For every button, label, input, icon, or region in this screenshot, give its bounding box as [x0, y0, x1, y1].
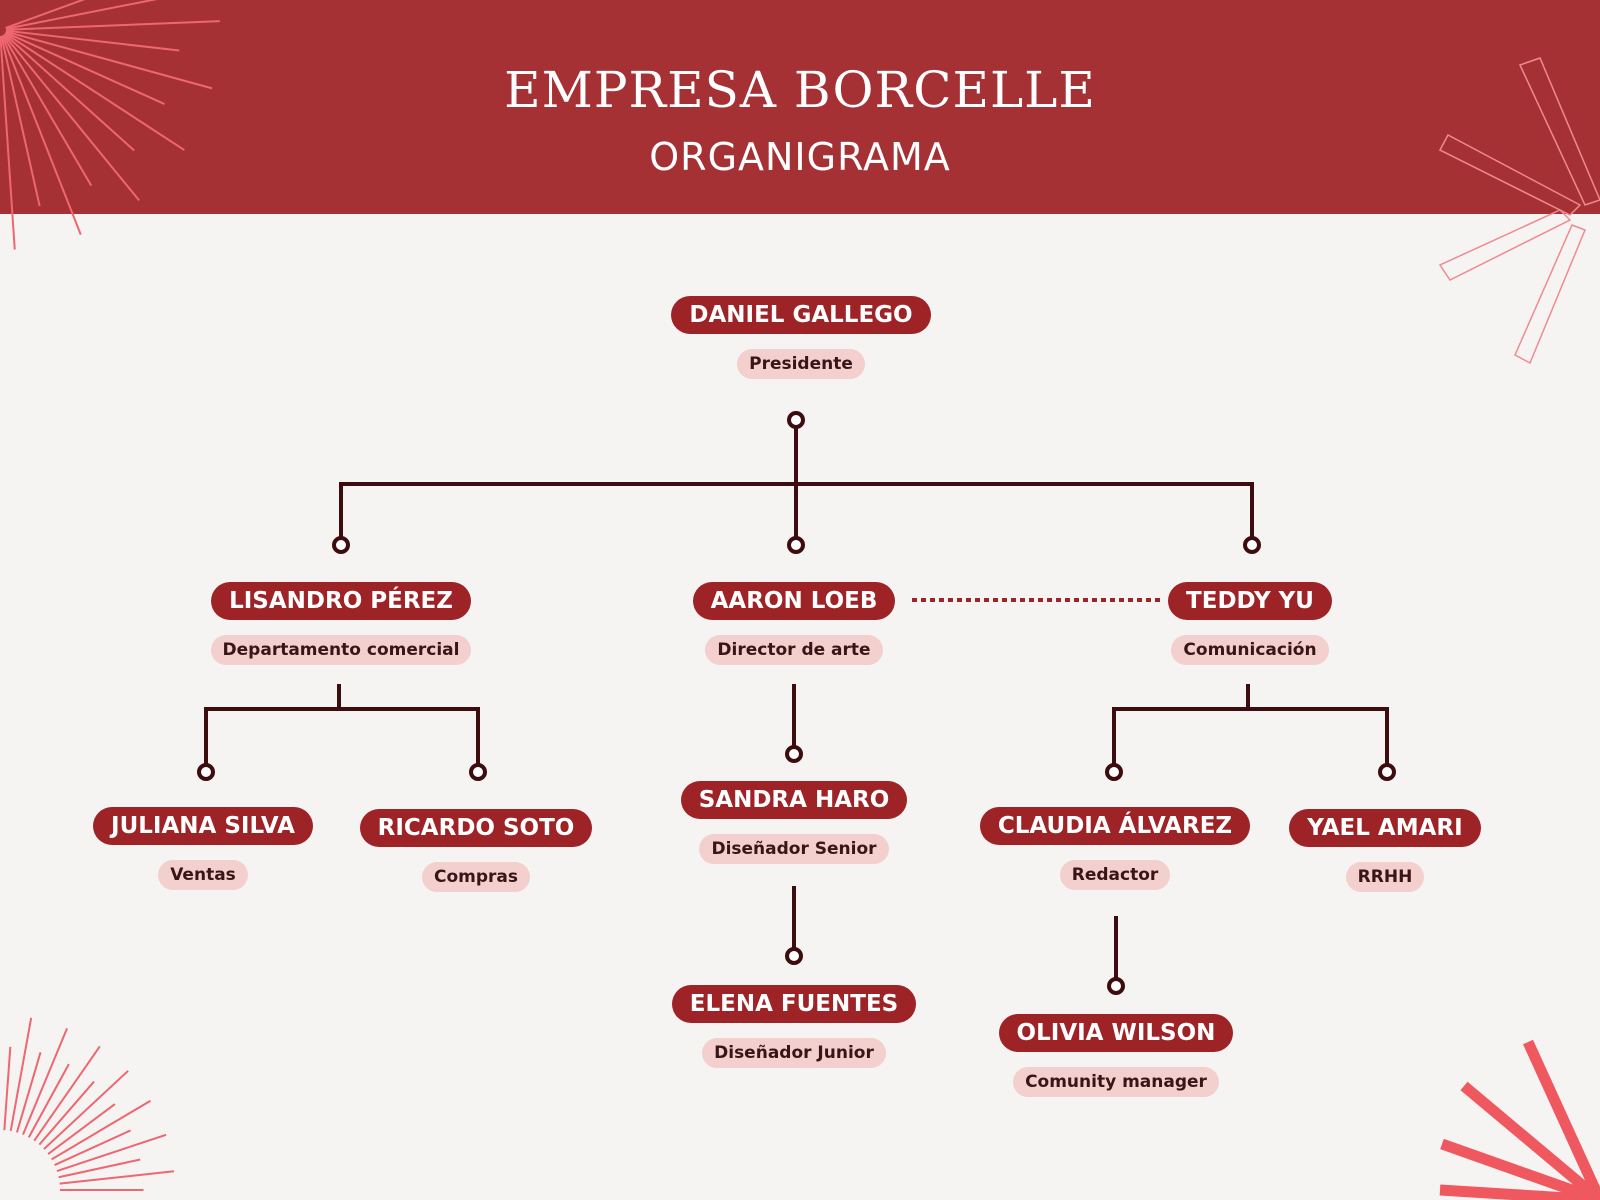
- name-label: TEDDY YU: [1168, 582, 1332, 620]
- connector-dot: [1243, 536, 1261, 554]
- node-hr: YAEL AMARI RRHH: [1225, 809, 1545, 892]
- node-writer: CLAUDIA ÁLVAREZ Redactor: [955, 807, 1275, 890]
- connector-dot: [1378, 763, 1396, 781]
- company-title: EMPRESA BORCELLE: [504, 61, 1096, 119]
- role-label: Diseñador Senior: [699, 834, 889, 864]
- name-label: RICARDO SOTO: [359, 809, 593, 847]
- role-label: Redactor: [1059, 860, 1171, 890]
- node-president: DANIEL GALLEGO Presidente: [641, 296, 961, 379]
- connector-dot: [785, 947, 803, 965]
- node-commercial: LISANDRO PÉREZ Departamento comercial: [181, 582, 501, 665]
- name-label: OLIVIA WILSON: [998, 1014, 1234, 1052]
- connector-comms-branch: [1112, 684, 1389, 772]
- name-label: LISANDRO PÉREZ: [211, 582, 471, 620]
- connector-dot: [469, 763, 487, 781]
- starburst-top-left-decoration: [0, 0, 220, 250]
- connector-commercial-branch: [204, 684, 480, 772]
- name-label: DANIEL GALLEGO: [671, 296, 931, 334]
- name-label: AARON LOEB: [692, 582, 896, 620]
- connector-dot: [785, 745, 803, 763]
- role-label: Comunicación: [1171, 635, 1329, 665]
- name-label: ELENA FUENTES: [671, 985, 917, 1023]
- rays-bottom-right-decoration: [1439, 1039, 1600, 1200]
- role-label: RRHH: [1345, 862, 1425, 892]
- name-label: SANDRA HARO: [680, 781, 908, 819]
- name-label: JULIANA SILVA: [93, 807, 313, 845]
- connector-dot: [197, 763, 215, 781]
- role-label: Comunity manager: [1013, 1067, 1219, 1097]
- role-label: Ventas: [158, 860, 248, 890]
- connector-dot: [787, 536, 805, 554]
- chart-subtitle: ORGANIGRAMA: [649, 135, 951, 179]
- role-label: Compras: [421, 862, 530, 892]
- node-community: OLIVIA WILSON Comunity manager: [956, 1014, 1276, 1097]
- node-comms: TEDDY YU Comunicación: [1090, 582, 1410, 665]
- node-art: AARON LOEB Director de arte: [634, 582, 954, 665]
- name-label: YAEL AMARI: [1289, 809, 1481, 847]
- connector-dot: [332, 536, 350, 554]
- role-label: Director de arte: [705, 635, 883, 665]
- node-junior: ELENA FUENTES Diseñador Junior: [634, 985, 954, 1068]
- header-banner: [0, 0, 1600, 214]
- name-label: CLAUDIA ÁLVAREZ: [979, 807, 1251, 845]
- starburst-bottom-left-decoration: [3, 1017, 175, 1191]
- role-label: Diseñador Junior: [702, 1038, 886, 1068]
- outline-rays-top-right-decoration: [1438, 57, 1600, 365]
- connector-dot: [1105, 763, 1123, 781]
- node-senior: SANDRA HARO Diseñador Senior: [634, 781, 954, 864]
- connector-dot: [1107, 977, 1125, 995]
- node-sales: JULIANA SILVA Ventas: [43, 807, 363, 890]
- role-label: Departamento comercial: [210, 635, 472, 665]
- role-label: Presidente: [737, 349, 865, 379]
- connector-dot: [787, 411, 805, 429]
- node-purchasing: RICARDO SOTO Compras: [316, 809, 636, 892]
